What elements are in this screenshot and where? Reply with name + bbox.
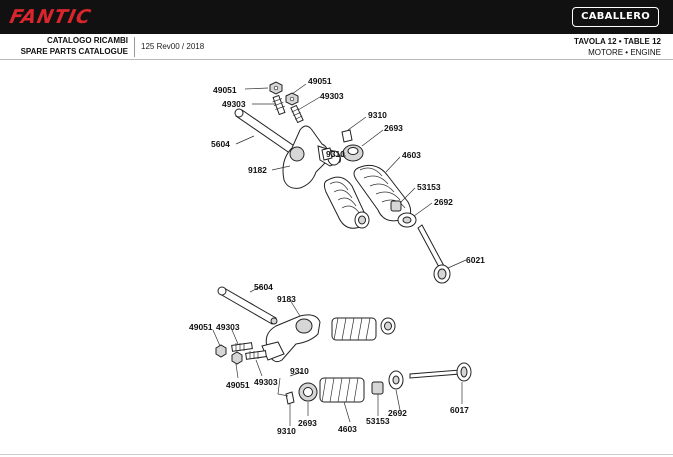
valve-seal-bottom [371, 381, 384, 395]
exhaust-valve [409, 362, 472, 382]
catalog-title-en: SPARE PARTS CATALOGUE [20, 47, 128, 56]
leaders-bottom [212, 285, 463, 426]
label-6017: 6017 [450, 405, 469, 415]
label-2692-bottom: 2692 [388, 408, 407, 418]
label-53153-top: 53153 [417, 182, 441, 192]
section-name: MOTORE • ENGINE [588, 48, 661, 57]
table-info: TAVOLA 12 • TABLE 12 MOTORE • ENGINE [574, 36, 661, 58]
adjust-screw-top-a [272, 94, 286, 116]
adjust-screw-top-b [290, 104, 304, 124]
leaders-top [235, 83, 467, 269]
label-49303-top-a: 49303 [222, 99, 246, 109]
valve-seal-top [390, 200, 402, 212]
bottom-assembly: 5604 9183 49051 49303 9310 49051 49303 2… [189, 282, 472, 436]
header-divider [134, 37, 135, 57]
label-53153-bottom: 53153 [366, 416, 390, 426]
label-49303-bottom-a: 49303 [216, 322, 240, 332]
label-9183: 9183 [277, 294, 296, 304]
table-number: TAVOLA 12 • TABLE 12 [574, 37, 661, 46]
rocker-shaft-top [234, 108, 301, 157]
label-5604-top: 5604 [211, 139, 230, 149]
label-9182: 9182 [248, 165, 267, 175]
label-5604-bottom: 5604 [254, 282, 273, 292]
spring-retainer-bottom [298, 382, 318, 402]
fantic-logo: FANTIC [7, 6, 94, 28]
label-9310-bottom-b: 9310 [277, 426, 296, 436]
label-4603-top: 4603 [402, 150, 421, 160]
valve-cotter-top-a [341, 129, 353, 143]
valve-spring-assembled-top [323, 176, 370, 229]
label-49051-top-a: 49051 [213, 85, 237, 95]
intake-valve [417, 224, 451, 284]
label-2693-bottom: 2693 [298, 418, 317, 428]
label-9310-top-a: 9310 [368, 110, 387, 120]
revision-text: 125 Rev00 / 2018 [141, 42, 205, 51]
adjust-nut-bottom-b [231, 351, 243, 365]
adjust-screw-bottom-b [245, 350, 267, 360]
label-49051-top-b: 49051 [308, 76, 332, 86]
rocker-shaft-bottom [217, 286, 278, 325]
label-2692-top: 2692 [434, 197, 453, 207]
label-49303-top-b: 49303 [320, 91, 344, 101]
caballero-logo: CABALLERO [572, 7, 659, 27]
top-assembly: 49051 49051 49303 49303 9310 2693 5604 9… [211, 76, 485, 284]
adjust-nut-top-a [269, 81, 283, 95]
label-9310-bottom-a: 9310 [290, 366, 309, 376]
label-49303-bottom-b: 49303 [254, 377, 278, 387]
label-4603-bottom: 4603 [338, 424, 357, 434]
spring-seat-top [397, 212, 417, 228]
spring-retainer-top [342, 144, 364, 162]
valve-cotter-top-b [321, 147, 333, 161]
footer-rule [0, 454, 673, 455]
valve-spring-bottom [319, 377, 365, 403]
exploded-parts-diagram: 49051 49051 49303 49303 9310 2693 5604 9… [189, 76, 485, 436]
label-9310-top-b: 9310 [326, 149, 345, 159]
label-49051-bottom-b: 49051 [226, 380, 250, 390]
valve-cotter-bottom [285, 391, 295, 405]
catalog-title: CATALOGO RICAMBI SPARE PARTS CATALOGUE [0, 35, 132, 59]
rocker-arm-bottom [261, 314, 321, 363]
adjust-screw-bottom-a [231, 342, 253, 352]
catalog-title-it: CATALOGO RICAMBI [46, 36, 128, 45]
label-2693-top: 2693 [384, 123, 403, 133]
valve-spring-assembled-bottom [331, 317, 396, 341]
header-bar: FANTIC CABALLERO [0, 0, 673, 34]
label-49051-bottom-a: 49051 [189, 322, 213, 332]
label-6021: 6021 [466, 255, 485, 265]
adjust-nut-top-b [285, 92, 299, 106]
adjust-nut-bottom-a [215, 344, 227, 358]
spring-seat-bottom [388, 370, 404, 390]
header-rule [0, 59, 673, 60]
